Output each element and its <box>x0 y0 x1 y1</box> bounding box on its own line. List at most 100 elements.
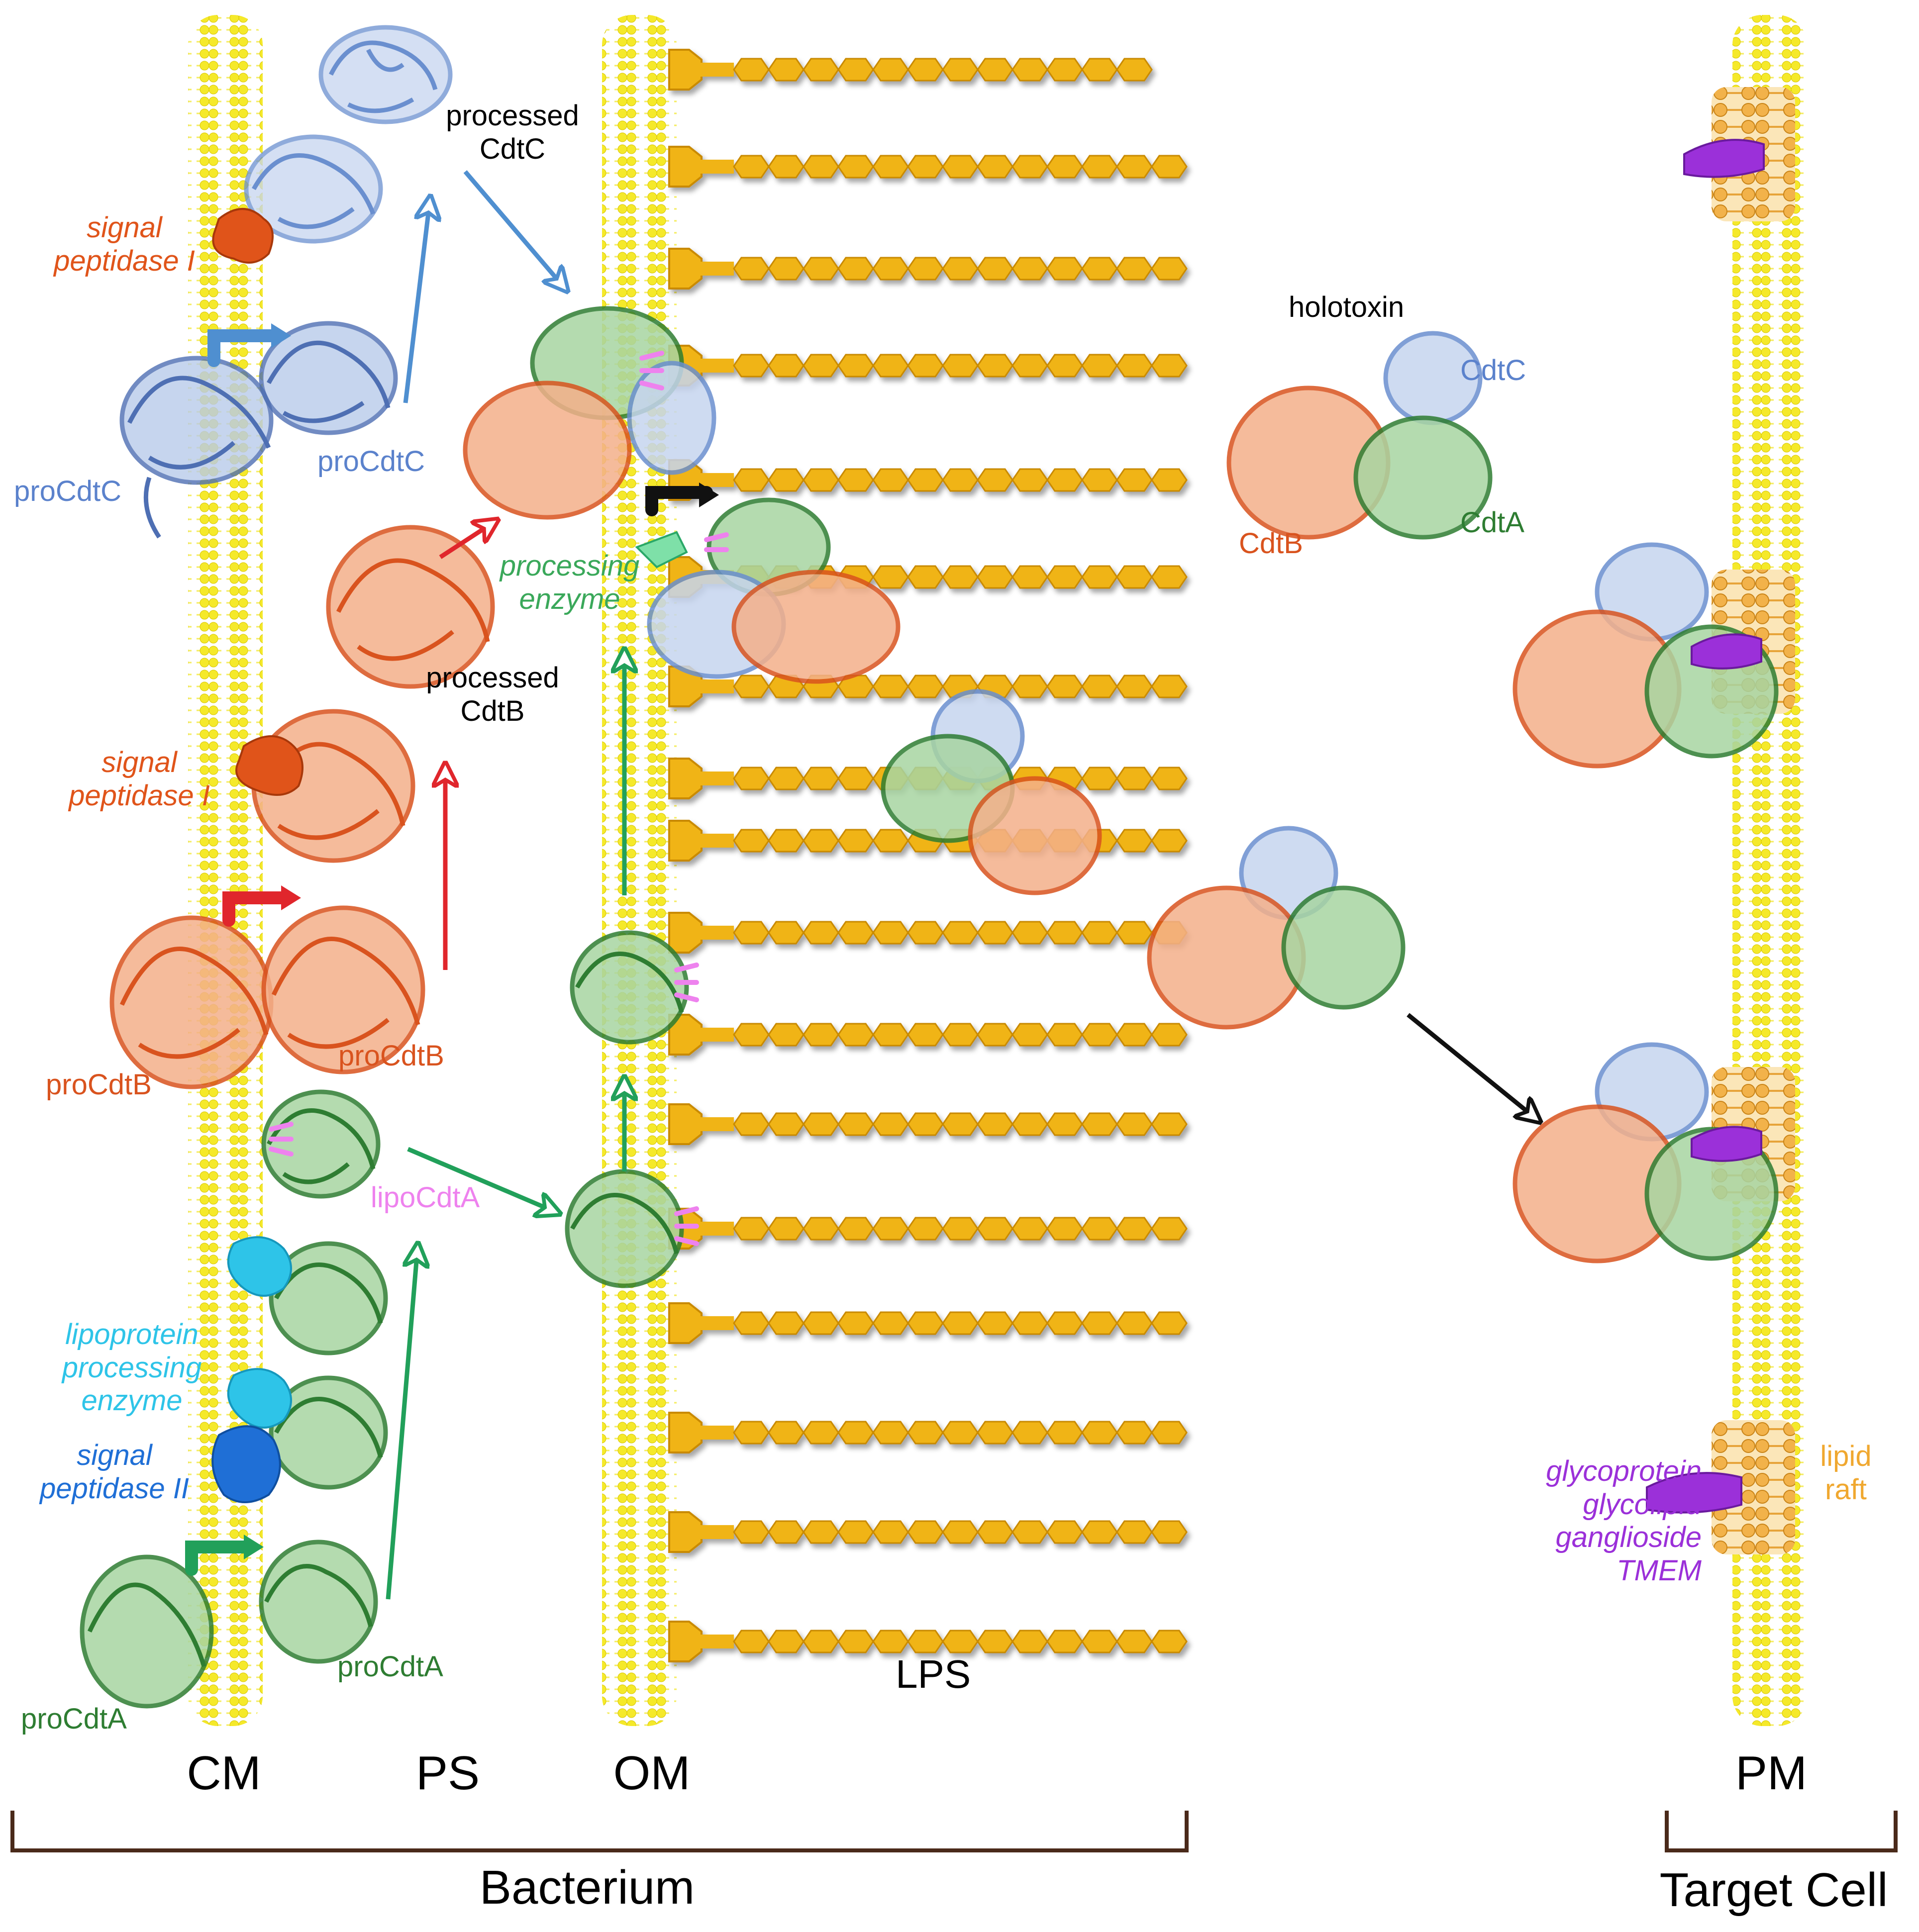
target-cell-bracket <box>1667 1811 1896 1850</box>
lps-o-antigen-unit <box>1117 922 1152 944</box>
lps-core <box>699 473 734 487</box>
lps-o-antigen-unit <box>1012 258 1047 280</box>
lps-o-antigen-unit <box>838 922 873 944</box>
lps-molecule <box>669 913 1187 953</box>
lps-o-antigen-unit <box>734 1312 769 1334</box>
label-lipoprotein-enzyme: lipoprotein processing enzyme <box>45 1318 219 1418</box>
bacterium-bracket <box>12 1811 1187 1850</box>
complex-om-mid <box>649 500 898 681</box>
processing-enzyme-line1: processing <box>485 550 654 583</box>
lps-o-antigen-unit <box>978 566 1012 588</box>
lps-core <box>699 359 734 373</box>
lps-o-antigen-unit <box>908 922 943 944</box>
lps-o-antigen-unit <box>1047 1631 1082 1652</box>
lps-o-antigen-unit <box>908 59 943 81</box>
lipid-raft-line2: raft <box>1791 1473 1901 1507</box>
signal-peptidase-II <box>212 1426 280 1502</box>
lps-o-antigen-unit <box>873 566 908 588</box>
lps-o-antigen-unit <box>1152 469 1187 491</box>
lps-o-antigen-unit <box>1012 1631 1047 1652</box>
lps-core <box>699 834 734 848</box>
lps-o-antigen-unit <box>943 566 978 588</box>
lps-o-antigen-unit <box>734 1521 769 1543</box>
lps-o-antigen-unit <box>943 1312 978 1334</box>
lps-o-antigen-unit <box>1047 1521 1082 1543</box>
lps-o-antigen-unit <box>1047 258 1082 280</box>
lps-o-antigen-unit <box>1082 566 1117 588</box>
label-proCdtA-left: proCdtA <box>21 1703 127 1736</box>
proCdtA-right <box>261 1542 376 1661</box>
lps-o-antigen-unit <box>838 1422 873 1444</box>
lps-o-antigen-unit <box>908 355 943 377</box>
lps-o-antigen-unit <box>804 1521 838 1543</box>
lps-o-antigen-unit <box>1117 258 1152 280</box>
lps-o-antigen-unit <box>908 566 943 588</box>
lps-o-antigen-unit <box>873 59 908 81</box>
lps-o-antigen-unit <box>1082 1312 1117 1334</box>
lps-o-antigen-unit <box>873 1631 908 1652</box>
receptor-top <box>1684 140 1764 177</box>
lps-o-antigen-unit <box>1012 59 1047 81</box>
lps-o-antigen-unit <box>908 469 943 491</box>
lps-o-antigen-unit <box>734 1113 769 1135</box>
lps-o-antigen-unit <box>943 1422 978 1444</box>
lps-o-antigen-unit <box>873 1024 908 1046</box>
lps-o-antigen-unit <box>908 1631 943 1652</box>
lps-o-antigen-unit <box>1047 1312 1082 1334</box>
lps-o-antigen-unit <box>1082 676 1117 697</box>
label-processing-enzyme: processing enzyme <box>485 550 654 616</box>
lps-o-antigen-unit <box>1012 1113 1047 1135</box>
lps-o-antigen-unit <box>1117 1113 1152 1135</box>
lps-o-antigen-unit <box>769 1631 804 1652</box>
lps-o-antigen-unit <box>1117 1312 1152 1334</box>
lps-o-antigen-unit <box>1047 1218 1082 1240</box>
lps-core <box>699 1525 734 1539</box>
lps-o-antigen-unit <box>943 1631 978 1652</box>
lps-o-antigen-unit <box>804 156 838 178</box>
lps-o-antigen-unit <box>734 59 769 81</box>
compartment-om: OM <box>587 1746 716 1801</box>
lps-o-antigen-unit <box>804 1113 838 1135</box>
lps-o-antigen-unit <box>769 922 804 944</box>
lps-o-antigen-unit <box>978 355 1012 377</box>
lps-o-antigen-unit <box>873 1218 908 1240</box>
lps-o-antigen-unit <box>1117 676 1152 697</box>
lps-molecule <box>669 1209 1187 1249</box>
lps-o-antigen-unit <box>873 1422 908 1444</box>
arrow-to-target-cell <box>1408 1015 1540 1122</box>
lps-o-antigen-unit <box>978 59 1012 81</box>
lps-o-antigen-unit <box>1047 1024 1082 1046</box>
lps-lipid-a <box>669 1303 702 1343</box>
lps-lipid-a <box>669 1622 702 1661</box>
lps-o-antigen-unit <box>1082 355 1117 377</box>
compartment-pm: PM <box>1707 1746 1836 1801</box>
lps-o-antigen-unit <box>838 1113 873 1135</box>
lps-o-antigen-unit <box>1082 1218 1117 1240</box>
lps-o-antigen-unit <box>943 1113 978 1135</box>
lps-o-antigen-unit <box>804 1312 838 1334</box>
receptors-line4: TMEM <box>1453 1554 1702 1588</box>
lps-o-antigen-unit <box>1152 1312 1187 1334</box>
lps-o-antigen-unit <box>734 1024 769 1046</box>
lps-o-antigen-unit <box>1152 258 1187 280</box>
signal-peptidase-I-mid <box>236 736 303 795</box>
lps-o-antigen-unit <box>838 1024 873 1046</box>
lps-lipid-a <box>669 759 702 798</box>
lps-o-antigen-unit <box>804 469 838 491</box>
lps-core <box>699 1426 734 1440</box>
proCdtB-left <box>112 918 271 1087</box>
lps-o-antigen-unit <box>769 768 804 789</box>
lipoprotein-line3: enzyme <box>45 1384 219 1418</box>
lps-o-antigen-unit <box>734 1218 769 1240</box>
lps-o-antigen-unit <box>873 676 908 697</box>
lps-o-antigen-unit <box>1047 156 1082 178</box>
receptors-line3: ganglioside <box>1453 1521 1702 1554</box>
label-signal-peptidase-I-top: signal peptidase I <box>35 211 214 278</box>
lps-o-antigen-unit <box>1152 1631 1187 1652</box>
lps-o-antigen-unit <box>1152 1218 1187 1240</box>
label-holo-cdtB: CdtB <box>1239 527 1303 561</box>
lps-o-antigen-unit <box>873 258 908 280</box>
lps-molecule <box>669 1303 1187 1343</box>
lps-o-antigen-unit <box>734 156 769 178</box>
lps-o-antigen-unit <box>978 922 1012 944</box>
